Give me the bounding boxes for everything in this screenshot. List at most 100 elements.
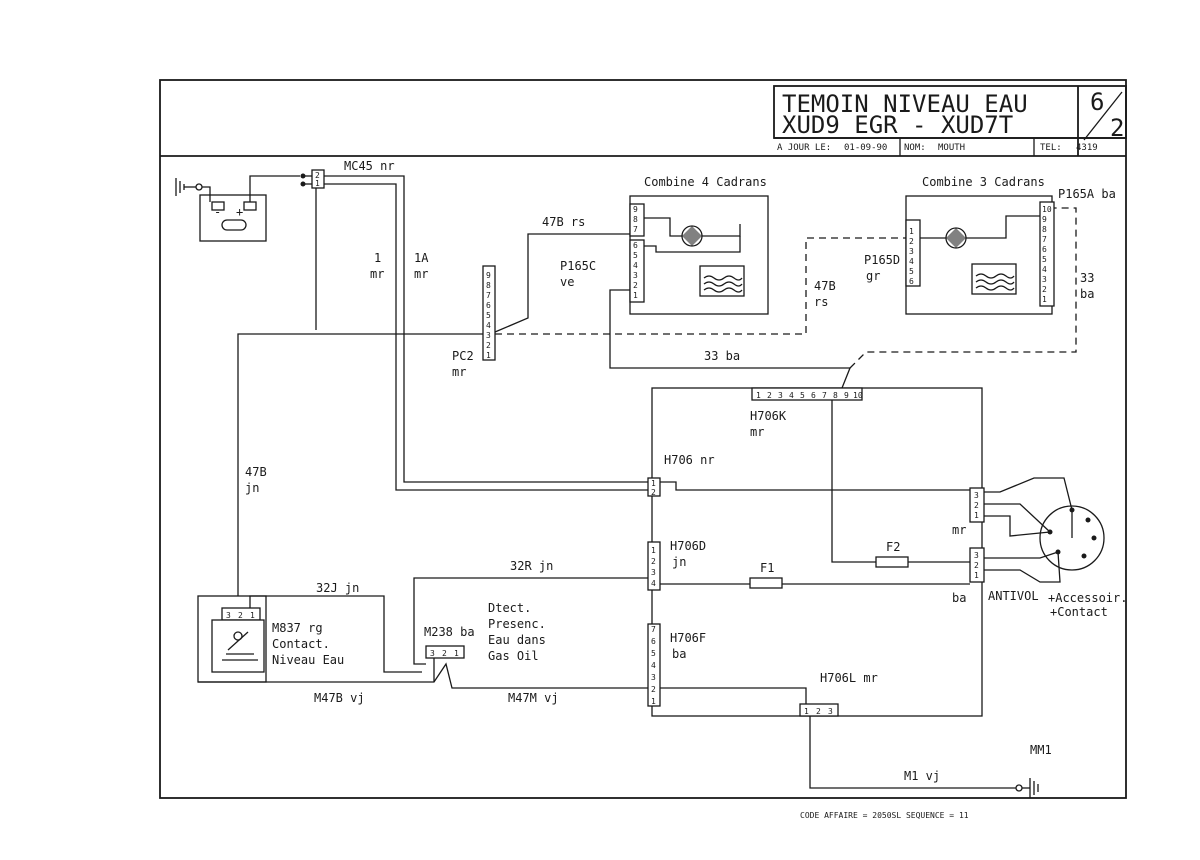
date-label: A JOUR LE: xyxy=(777,143,831,153)
pc2-color: mr xyxy=(452,365,466,379)
svg-text:6: 6 xyxy=(811,391,816,400)
h706d-label: H706D xyxy=(670,539,706,553)
svg-text:4: 4 xyxy=(909,257,914,266)
h706f-connector: 123 456 7 xyxy=(647,623,661,707)
title-line2: XUD9 EGR - XUD7T xyxy=(782,111,1013,139)
h706-connector: 12 xyxy=(647,477,661,497)
svg-text:5: 5 xyxy=(633,251,638,260)
svg-text:2: 2 xyxy=(651,557,656,566)
p165c-label: P165C xyxy=(560,259,596,273)
svg-text:3: 3 xyxy=(974,551,979,560)
svg-text:3: 3 xyxy=(633,271,638,280)
svg-text:9: 9 xyxy=(486,271,491,280)
wire-33-ba: 33 ba xyxy=(704,349,740,363)
antivol-connector-top: 321 xyxy=(969,487,985,523)
h706d-color: jn xyxy=(672,555,686,569)
h706l-label: H706L mr xyxy=(820,671,878,685)
svg-text:2: 2 xyxy=(238,611,243,620)
svg-text:2: 2 xyxy=(1042,285,1047,294)
footer-code: CODE AFFAIRE = 2050SL SEQUENCE = 11 xyxy=(800,811,969,820)
wire-m47b: M47B vj xyxy=(314,691,365,705)
svg-text:4: 4 xyxy=(789,391,794,400)
antivol-connector-bottom: 321 xyxy=(969,547,985,583)
svg-text:3: 3 xyxy=(486,331,491,340)
combine-3-label: Combine 3 Cadrans xyxy=(922,175,1045,189)
svg-text:9: 9 xyxy=(844,391,849,400)
h706f-color: ba xyxy=(672,647,686,661)
svg-text:3: 3 xyxy=(226,611,231,620)
svg-text:1: 1 xyxy=(1042,295,1047,304)
svg-text:8: 8 xyxy=(486,281,491,290)
svg-text:2: 2 xyxy=(315,171,320,180)
svg-text:4: 4 xyxy=(651,579,656,588)
wire-47b-rs-2-color: rs xyxy=(814,295,828,309)
h706-label: H706 nr xyxy=(664,453,715,467)
svg-text:1: 1 xyxy=(486,351,491,360)
m837-label-3: Niveau Eau xyxy=(272,653,344,667)
wire-32j: 32J jn xyxy=(316,581,359,595)
wire-47b-rs-2: 47B xyxy=(814,279,836,293)
combine-4-label: Combine 4 Cadrans xyxy=(644,175,767,189)
battery: - + xyxy=(199,194,267,242)
svg-text:2: 2 xyxy=(767,391,772,400)
svg-text:3: 3 xyxy=(828,707,833,716)
wire-47b-jn: 47B xyxy=(245,465,267,479)
svg-text:3: 3 xyxy=(430,649,435,658)
svg-text:5: 5 xyxy=(909,267,914,276)
m837-label-2: Contact. xyxy=(272,637,330,651)
detect-line1: Dtect. xyxy=(488,601,531,615)
svg-text:1: 1 xyxy=(633,291,638,300)
antivol-mr-label: mr xyxy=(952,523,966,537)
svg-text:9: 9 xyxy=(1042,215,1047,224)
battery-fuse: 2 1 xyxy=(300,169,325,189)
svg-text:4: 4 xyxy=(633,261,638,270)
svg-text:1: 1 xyxy=(804,707,809,716)
antivol-contact: +Contact xyxy=(1050,605,1108,619)
svg-text:4: 4 xyxy=(1042,265,1047,274)
svg-text:2: 2 xyxy=(974,501,979,510)
pc2-label: PC2 xyxy=(452,349,474,363)
svg-text:9: 9 xyxy=(633,205,638,214)
h706f-label: H706F xyxy=(670,631,706,645)
svg-text:4: 4 xyxy=(486,321,491,330)
wire-47b-rs: 47B rs xyxy=(542,215,585,229)
wire-m47m: M47M vj xyxy=(508,691,559,705)
svg-text:6: 6 xyxy=(486,301,491,310)
antivol-accessoir: +Accessoir. xyxy=(1048,591,1127,605)
svg-text:5: 5 xyxy=(1042,255,1047,264)
p165a-label: P165A ba xyxy=(1058,187,1116,201)
svg-text:3: 3 xyxy=(1042,275,1047,284)
wire-33-ba-vert-color: ba xyxy=(1080,287,1094,301)
h706k-color: mr xyxy=(750,425,764,439)
fuse-f2 xyxy=(875,556,909,568)
svg-text:7: 7 xyxy=(486,291,491,300)
svg-text:1: 1 xyxy=(651,479,656,488)
svg-text:6: 6 xyxy=(633,241,638,250)
battery-ground-icon xyxy=(175,178,211,202)
wire-47b-jn-color: jn xyxy=(245,481,259,495)
fuse-f2-label: F2 xyxy=(886,540,900,554)
svg-text:1: 1 xyxy=(909,227,914,236)
ground-mm1-icon xyxy=(1015,778,1039,798)
svg-text:+: + xyxy=(236,205,243,219)
svg-text:7: 7 xyxy=(1042,235,1047,244)
wire-1a-color: mr xyxy=(414,267,428,281)
svg-text:2: 2 xyxy=(909,237,914,246)
date-value: 01-09-90 xyxy=(844,143,887,153)
svg-text:2: 2 xyxy=(816,707,821,716)
combine-4-cadrans: 789 123 456 xyxy=(629,195,769,315)
svg-text:8: 8 xyxy=(833,391,838,400)
mm1-label: MM1 xyxy=(1030,743,1052,757)
combine-3-cadrans: 654 321 123 456 789 10 xyxy=(905,195,1055,315)
svg-text:10: 10 xyxy=(1042,205,1052,214)
detect-line3: Eau dans xyxy=(488,633,546,647)
svg-text:3: 3 xyxy=(651,568,656,577)
name-value: MOUTH xyxy=(938,143,965,153)
svg-text:3: 3 xyxy=(778,391,783,400)
wire-1a: 1A xyxy=(414,251,429,265)
svg-text:8: 8 xyxy=(633,215,638,224)
drawing-frame xyxy=(159,79,1127,799)
